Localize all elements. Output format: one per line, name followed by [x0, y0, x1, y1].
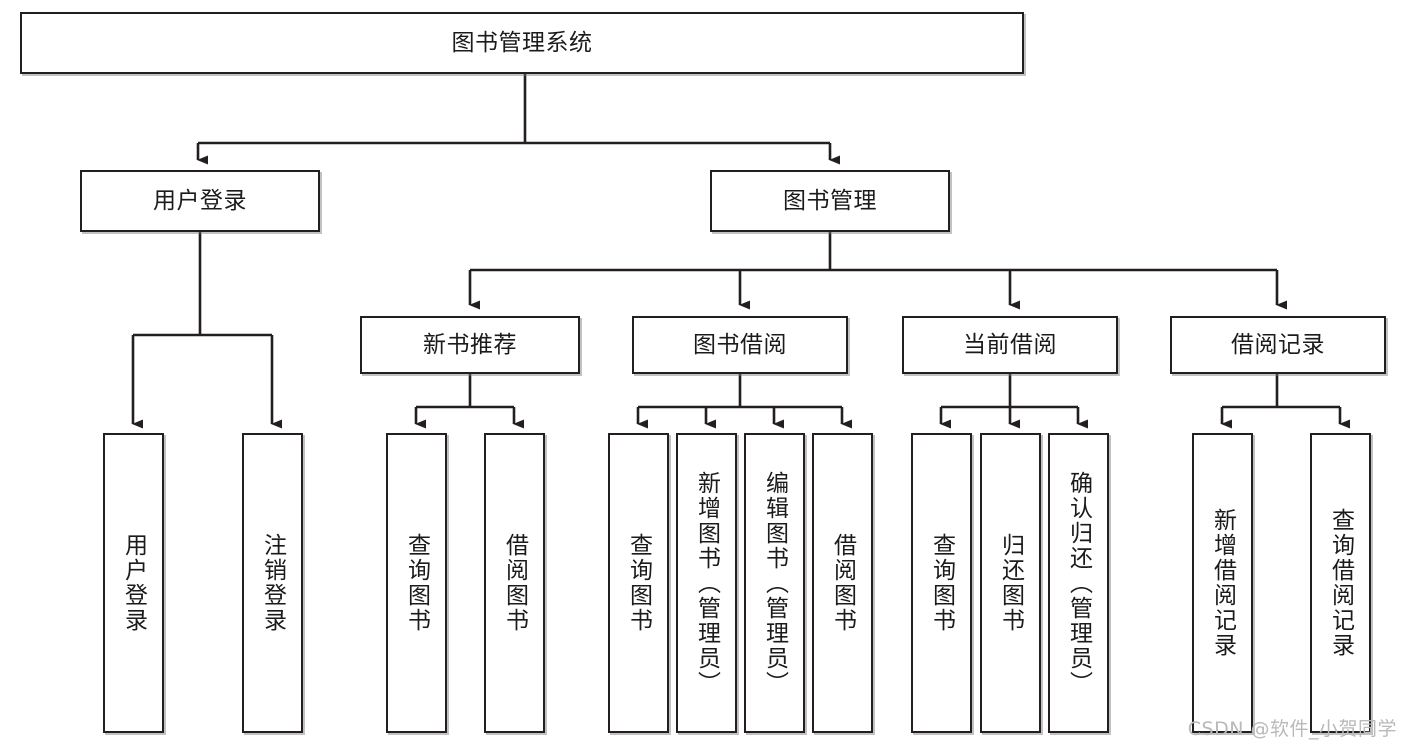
- node-new-book-recommend[interactable]: 新书推荐: [360, 316, 580, 374]
- node-book-management-system[interactable]: 图书管理系统: [20, 12, 1024, 74]
- node-borrow-record[interactable]: 借阅记录: [1170, 316, 1386, 374]
- leaf-logout-login[interactable]: 注销登录: [242, 433, 303, 733]
- node-label: 注销登录: [259, 533, 286, 633]
- leaf-edit-book-admin[interactable]: 编辑图书（管理员）: [744, 433, 805, 733]
- node-label: 新增图书（管理员）: [693, 470, 720, 696]
- leaf-query-book-recommend[interactable]: 查询图书: [386, 433, 447, 733]
- node-label: 查询图书: [403, 533, 430, 633]
- node-label: 查询图书: [625, 533, 652, 633]
- node-label: 当前借阅: [963, 331, 1057, 358]
- leaf-add-book-admin[interactable]: 新增图书（管理员）: [676, 433, 737, 733]
- leaf-query-borrow-record[interactable]: 查询借阅记录: [1310, 433, 1371, 733]
- leaf-borrow-book-recommend[interactable]: 借阅图书: [484, 433, 545, 733]
- node-label: 确认归还（管理员）: [1065, 470, 1092, 696]
- node-label: 新增借阅记录: [1209, 508, 1236, 658]
- node-label: 图书管理系统: [451, 29, 593, 56]
- csdn-watermark: CSDN @软件_小贺同学: [1187, 718, 1397, 740]
- node-label: 新书推荐: [423, 331, 517, 358]
- node-book-borrow[interactable]: 图书借阅: [632, 316, 848, 374]
- node-user-login[interactable]: 用户登录: [80, 170, 320, 232]
- leaf-user-login[interactable]: 用户登录: [103, 433, 164, 733]
- node-label: 查询借阅记录: [1327, 508, 1354, 658]
- node-label: 用户登录: [153, 187, 247, 214]
- node-current-borrow[interactable]: 当前借阅: [902, 316, 1118, 374]
- node-label: 查询图书: [928, 533, 955, 633]
- node-label: 归还图书: [997, 533, 1024, 633]
- node-label: 借阅图书: [829, 533, 856, 633]
- node-book-management[interactable]: 图书管理: [710, 170, 950, 232]
- node-label: 编辑图书（管理员）: [761, 470, 788, 696]
- node-label: 借阅记录: [1231, 331, 1325, 358]
- leaf-query-book-borrow[interactable]: 查询图书: [608, 433, 669, 733]
- node-label: 图书管理: [783, 187, 877, 214]
- node-label: 借阅图书: [501, 533, 528, 633]
- leaf-add-borrow-record[interactable]: 新增借阅记录: [1192, 433, 1253, 733]
- node-label: 图书借阅: [693, 331, 787, 358]
- leaf-return-book[interactable]: 归还图书: [980, 433, 1041, 733]
- leaf-borrow-book[interactable]: 借阅图书: [812, 433, 873, 733]
- leaf-confirm-return-admin[interactable]: 确认归还（管理员）: [1048, 433, 1109, 733]
- node-label: 用户登录: [120, 533, 147, 633]
- leaf-query-book-current[interactable]: 查询图书: [911, 433, 972, 733]
